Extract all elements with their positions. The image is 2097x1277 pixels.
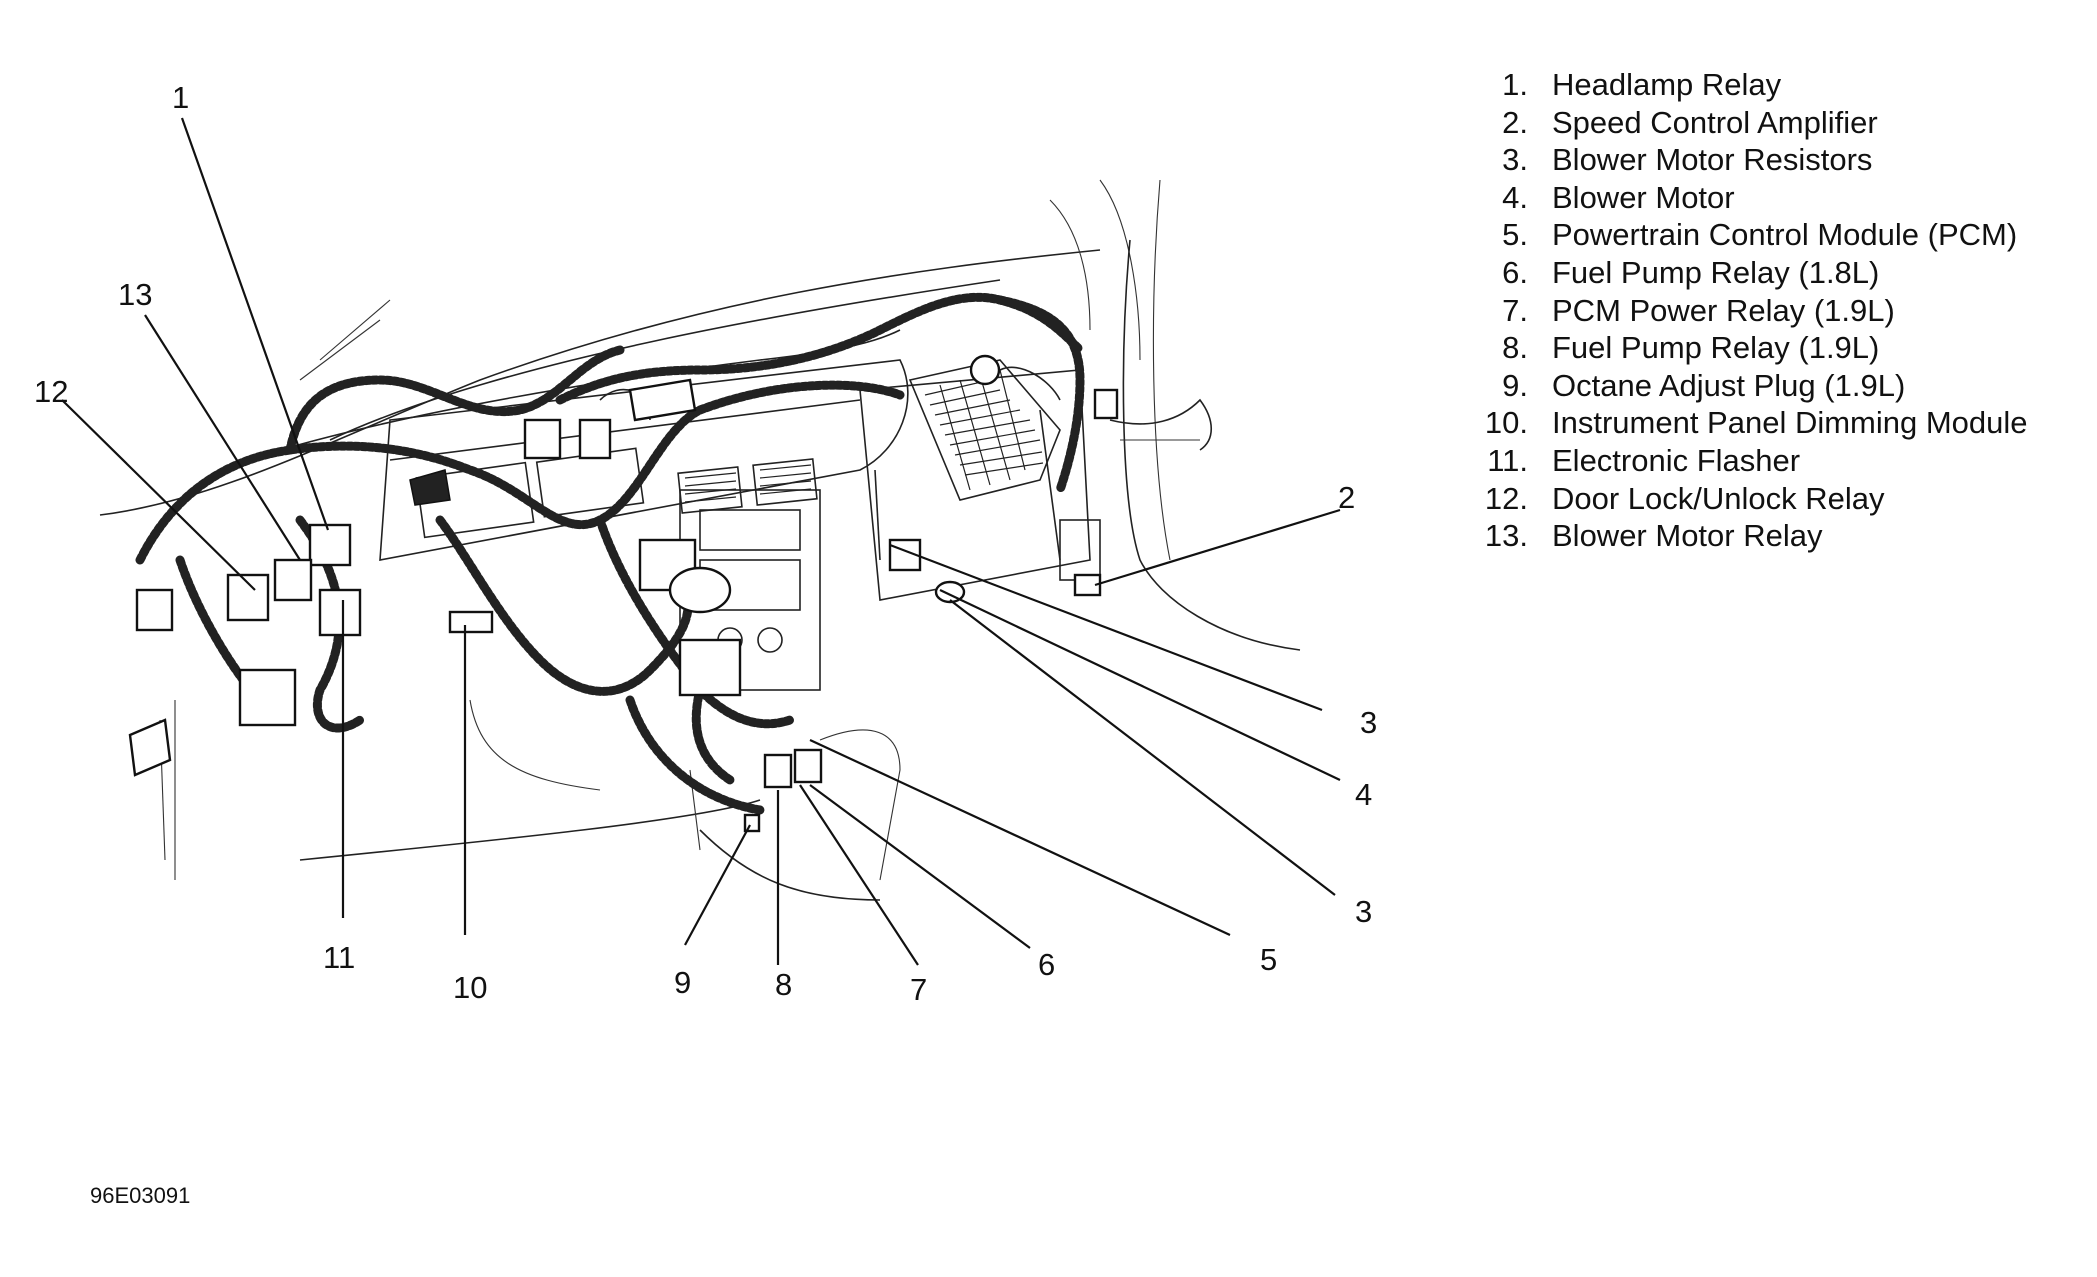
pcm-power-relay: [793, 748, 823, 784]
legend-item: 11.Electronic Flasher: [1487, 442, 1801, 478]
callout-6: 6: [1038, 947, 1055, 982]
legend-item: 3.Blower Motor Resistors: [1502, 142, 1873, 178]
callout-10: 10: [453, 970, 487, 1005]
electronic-flasher: [318, 588, 362, 637]
callout-2: 2: [1338, 480, 1355, 515]
legend-item: 6.Fuel Pump Relay (1.8L): [1502, 254, 1880, 290]
figure-id: 96E03091: [90, 1183, 190, 1208]
callout-12: 12: [34, 374, 68, 409]
legend-item: 7.PCM Power Relay (1.9L): [1502, 292, 1895, 328]
legend-item: 13.Blower Motor Relay: [1484, 518, 1823, 554]
legend-item: 2.Speed Control Amplifier: [1502, 104, 1878, 140]
legend-item: 8.Fuel Pump Relay (1.9L): [1502, 330, 1880, 366]
blower-housing: [908, 354, 1213, 581]
callout-1: 1: [172, 80, 189, 115]
callout-3a: 3: [1360, 705, 1377, 740]
callout-4: 4: [1355, 777, 1372, 812]
callout-13: 13: [118, 277, 152, 312]
headlamp-relay: [308, 523, 352, 567]
callout-numbers: 1 2 3 4 3 5 6 7 8 9 10 11 12 13: [34, 80, 1377, 1007]
wiring-harness: [135, 292, 1085, 815]
legend-item: 12.Door Lock/Unlock Relay: [1484, 480, 1885, 516]
components: [128, 378, 1102, 833]
callout-11: 11: [323, 940, 355, 975]
blower-motor-relay: [273, 558, 313, 602]
callout-3b: 3: [1355, 894, 1372, 929]
legend-item: 4.Blower Motor: [1502, 179, 1735, 215]
callout-9: 9: [674, 965, 691, 1000]
legend-item: 5.Powertrain Control Module (PCM): [1502, 217, 2018, 253]
speed-control-connector: [1073, 573, 1102, 597]
leader-lines: [61, 117, 1341, 966]
callout-7: 7: [910, 972, 927, 1007]
fuel-pump-relay-1.9: [763, 753, 793, 789]
callout-5: 5: [1260, 942, 1277, 977]
legend-item: 9.Octane Adjust Plug (1.9L): [1502, 367, 1906, 403]
legend-item: 10.Instrument Panel Dimming Module: [1484, 405, 2028, 441]
center-vents: [677, 458, 818, 514]
callout-8: 8: [775, 967, 792, 1002]
component-legend: 1.Headlamp Relay 2.Speed Control Amplifi…: [1440, 66, 2080, 555]
dimming-module: [448, 610, 494, 634]
legend-item: 1.Headlamp Relay: [1502, 67, 1782, 102]
